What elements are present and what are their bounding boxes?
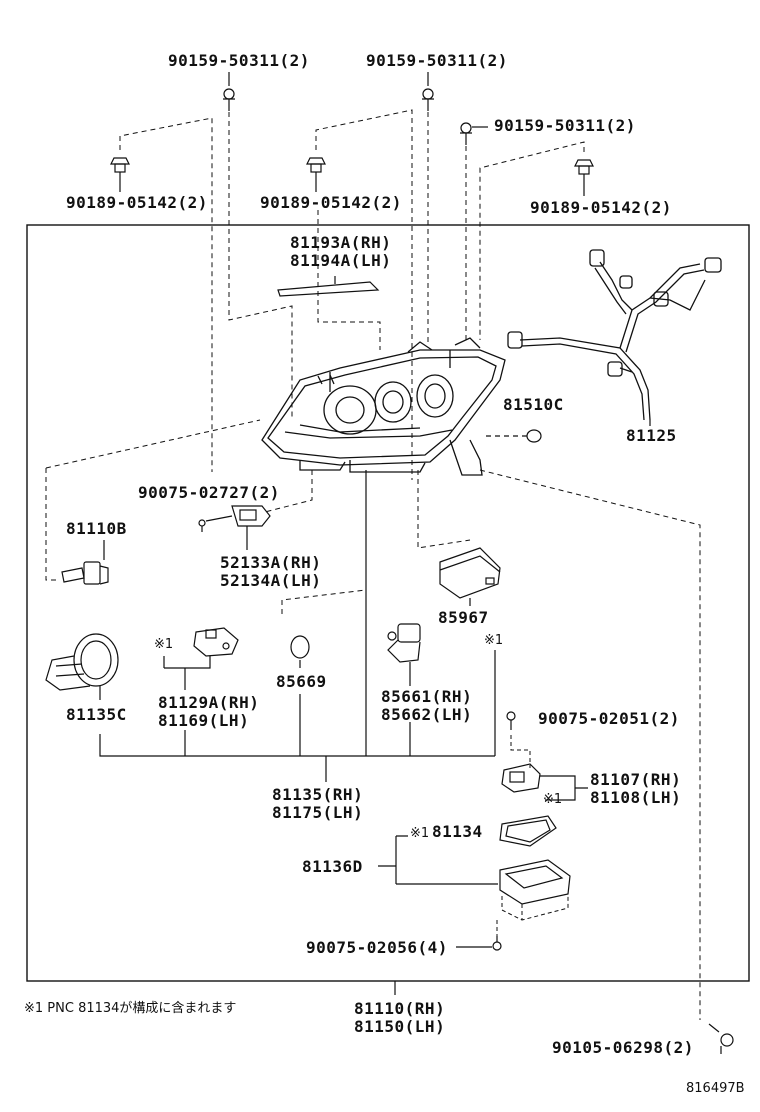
bolt-top-mid-icon: [422, 88, 434, 111]
part-label-wiring[interactable]: 81125: [626, 426, 677, 445]
part-label-sub-rh[interactable]: 81135(RH): [272, 785, 364, 804]
part-label-assy-rh[interactable]: 81110(RH): [354, 999, 446, 1018]
part-label-nut-mid[interactable]: 90189-05142(2): [260, 193, 402, 212]
screw-c-icon: [492, 936, 502, 951]
clip-mark: ※1: [154, 637, 174, 652]
part-label-socket[interactable]: 81135C: [66, 705, 127, 724]
comp-icon: [501, 763, 541, 793]
headlamp-housing-icon: [261, 337, 506, 476]
part-label-screw-b[interactable]: 90075-02051(2): [538, 709, 680, 728]
module-icon: [439, 547, 501, 599]
motor-mark: ※1: [484, 633, 504, 648]
part-label-module[interactable]: 85967: [438, 608, 489, 627]
part-label-assy-lh[interactable]: 81150(LH): [354, 1017, 446, 1036]
part-label-screw-a[interactable]: 90075-02727(2): [138, 483, 280, 502]
part-label-gasket[interactable]: 81134: [432, 822, 483, 841]
part-label-bracket-rh[interactable]: 52133A(RH): [220, 553, 322, 572]
part-label-nut-left[interactable]: 90189-05142(2): [66, 193, 208, 212]
part-label-motor-rh[interactable]: 85661(RH): [381, 687, 473, 706]
nut-mid-icon: [306, 157, 326, 173]
bolt-bottom-icon: [708, 1023, 734, 1054]
part-label-screw-c[interactable]: 90075-02056(4): [306, 938, 448, 957]
part-label-bolt-top-left[interactable]: 90159-50311(2): [168, 51, 310, 70]
part-label-clip-lh[interactable]: 81169(LH): [158, 711, 250, 730]
motor-icon: [387, 623, 421, 663]
part-label-comp-lh[interactable]: 81108(LH): [590, 788, 682, 807]
bracket-icon: [231, 505, 271, 527]
diagram-id: 816497B: [686, 1081, 745, 1096]
part-label-bolt-top-mid[interactable]: 90159-50311(2): [366, 51, 508, 70]
trim-strip-icon: [277, 281, 380, 297]
part-label-bracket-lh[interactable]: 52134A(LH): [220, 571, 322, 590]
socket-icon: [45, 633, 119, 691]
part-label-clip-rh[interactable]: 81129A(RH): [158, 693, 260, 712]
part-label-bolt-bottom[interactable]: 90105-06298(2): [552, 1038, 694, 1057]
wiring-harness-icon: [507, 249, 722, 421]
clip-icon: [193, 627, 239, 657]
part-label-bolt-right[interactable]: 90159-50311(2): [494, 116, 636, 135]
part-label-bulb[interactable]: 81110B: [66, 519, 127, 538]
ring-icon: [290, 635, 310, 659]
part-label-motor-lh[interactable]: 85662(LH): [381, 705, 473, 724]
screw-a-icon: [198, 519, 206, 532]
nut-right-icon: [574, 159, 594, 175]
bolt-top-left-icon: [223, 88, 235, 111]
part-label-nut-right[interactable]: 90189-05142(2): [530, 198, 672, 217]
gasket-icon: [499, 815, 557, 847]
footnote: ※1 PNC 81134が構成に含まれます: [24, 1001, 237, 1016]
part-label-comp-rh[interactable]: 81107(RH): [590, 770, 682, 789]
part-label-ballast[interactable]: 81136D: [302, 857, 363, 876]
part-label-trim-rh[interactable]: 81193A(RH): [290, 233, 392, 252]
screw-b-icon: [506, 711, 516, 730]
plug-icon: [526, 429, 542, 443]
bolt-right-icon: [460, 122, 472, 145]
part-label-trim-lh[interactable]: 81194A(LH): [290, 251, 392, 270]
nut-left-icon: [110, 157, 130, 173]
gasket-mark: ※1: [410, 826, 430, 841]
part-label-plug[interactable]: 81510C: [503, 395, 564, 414]
part-label-sub-lh[interactable]: 81175(LH): [272, 803, 364, 822]
ballast-icon: [499, 859, 571, 921]
part-label-ring[interactable]: 85669: [276, 672, 327, 691]
comp-mark: ※1: [543, 792, 563, 807]
assembly-frame: [26, 224, 750, 982]
bulb-icon: [61, 561, 109, 585]
